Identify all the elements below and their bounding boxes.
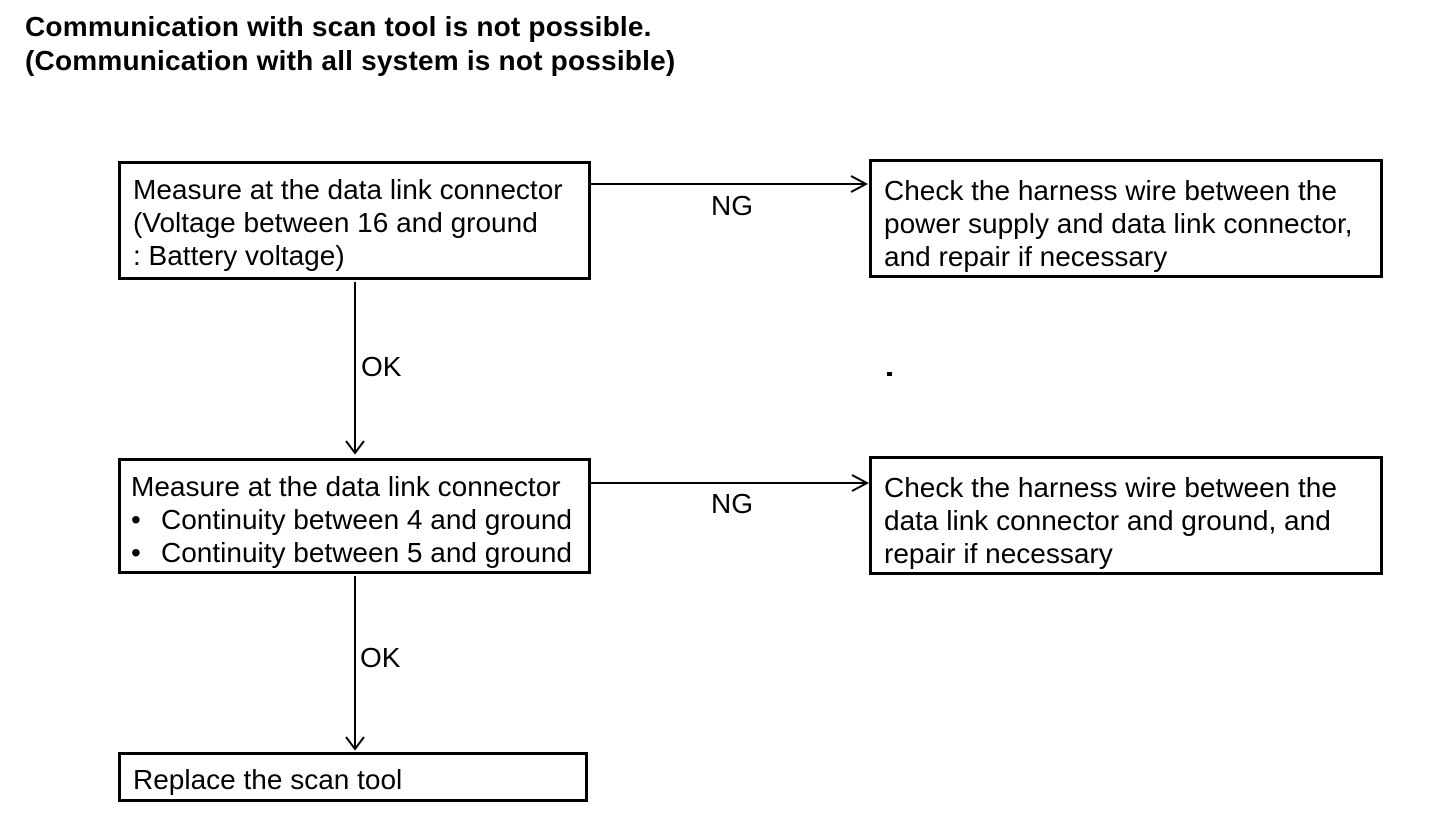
ok-edge-label-2: OK xyxy=(360,642,401,673)
ok-edge-label-1: OK xyxy=(361,351,402,382)
page-title: Communication with scan tool is not poss… xyxy=(25,10,675,78)
box-text-line: Measure at the data link connector xyxy=(133,174,563,205)
page-title-line1: Communication with scan tool is not poss… xyxy=(25,11,652,42)
box-text-line: data link connector and ground, and xyxy=(884,505,1331,536)
flowchart-box-check-ground-harness: Check the harness wire between the data … xyxy=(869,456,1383,575)
flowchart-box-measure-continuity: Measure at the data link connector • Con… xyxy=(118,458,591,574)
box-text-line: Measure at the data link connector xyxy=(131,471,561,502)
ng-edge-label-1: NG xyxy=(711,190,753,221)
bullet-icon: • xyxy=(131,537,141,568)
box-text-line: : Battery voltage) xyxy=(133,240,345,271)
scan-artifact-dot xyxy=(887,372,892,376)
bullet-item: • Continuity between 4 and ground xyxy=(131,503,578,536)
ng-edge-label-2: NG xyxy=(711,488,753,519)
box-text-line: repair if necessary xyxy=(884,538,1113,569)
box-text-line: power supply and data link connector, xyxy=(884,208,1353,239)
box-text-line: Check the harness wire between the xyxy=(884,472,1337,503)
bullet-icon: • xyxy=(131,504,141,535)
flowchart-box-check-power-harness: Check the harness wire between the power… xyxy=(869,159,1383,278)
flowchart-box-replace-scan-tool: Replace the scan tool xyxy=(118,752,588,802)
flowchart-box-measure-voltage: Measure at the data link connector (Volt… xyxy=(118,161,591,280)
box-text-line: and repair if necessary xyxy=(884,241,1168,272)
box-text-line: Check the harness wire between the xyxy=(884,175,1337,206)
bullet-text: Continuity between 5 and ground xyxy=(161,537,572,568)
bullet-item: • Continuity between 5 and ground xyxy=(131,536,578,569)
box-text-line: (Voltage between 16 and ground xyxy=(133,207,538,238)
page-title-line2: (Communication with all system is not po… xyxy=(25,45,676,76)
bullet-text: Continuity between 4 and ground xyxy=(161,504,572,535)
box-text-line: Replace the scan tool xyxy=(133,764,403,795)
